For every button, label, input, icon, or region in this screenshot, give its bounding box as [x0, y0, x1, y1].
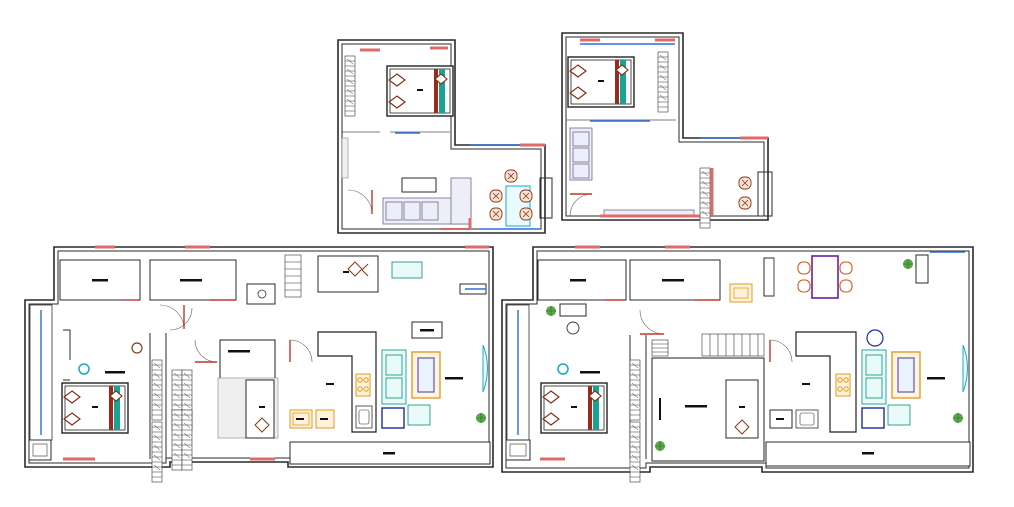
wardrobe-icon	[657, 51, 669, 113]
plant-icon	[545, 305, 557, 317]
sofa-icon	[382, 177, 472, 225]
plant-icon	[654, 440, 666, 452]
dining-table-icon	[489, 169, 533, 227]
sofa-icon	[569, 127, 593, 181]
plant-icon	[952, 412, 964, 424]
plan-lower-right	[501, 245, 974, 483]
bed-icon	[567, 56, 635, 108]
plant-icon	[475, 412, 487, 424]
bed-icon	[386, 65, 454, 117]
sofa-icon	[381, 349, 431, 426]
plan-upper-left	[337, 39, 553, 234]
kitchen-counter-icon	[795, 331, 857, 433]
sofa-icon	[861, 349, 911, 426]
toilet-icon	[566, 321, 580, 335]
plan-upper-right	[561, 32, 773, 229]
sink-icon	[355, 405, 373, 429]
stove-icon	[355, 373, 371, 397]
wardrobe-icon	[151, 359, 163, 421]
wardrobe-icon	[151, 421, 163, 483]
dining-table-icon	[797, 255, 853, 299]
plant-icon	[902, 258, 914, 270]
wardrobe-icon	[181, 409, 193, 471]
wardrobe-icon	[171, 409, 183, 471]
plan-lower-left	[24, 245, 494, 483]
wardrobe-icon	[629, 359, 641, 421]
wardrobe-icon	[344, 55, 356, 117]
wardrobe-icon	[699, 167, 711, 229]
bed-icon	[540, 382, 608, 434]
wardrobe-icon	[629, 421, 641, 483]
sink-icon	[795, 409, 819, 429]
bed-icon	[61, 382, 129, 434]
stove-icon	[835, 373, 851, 397]
